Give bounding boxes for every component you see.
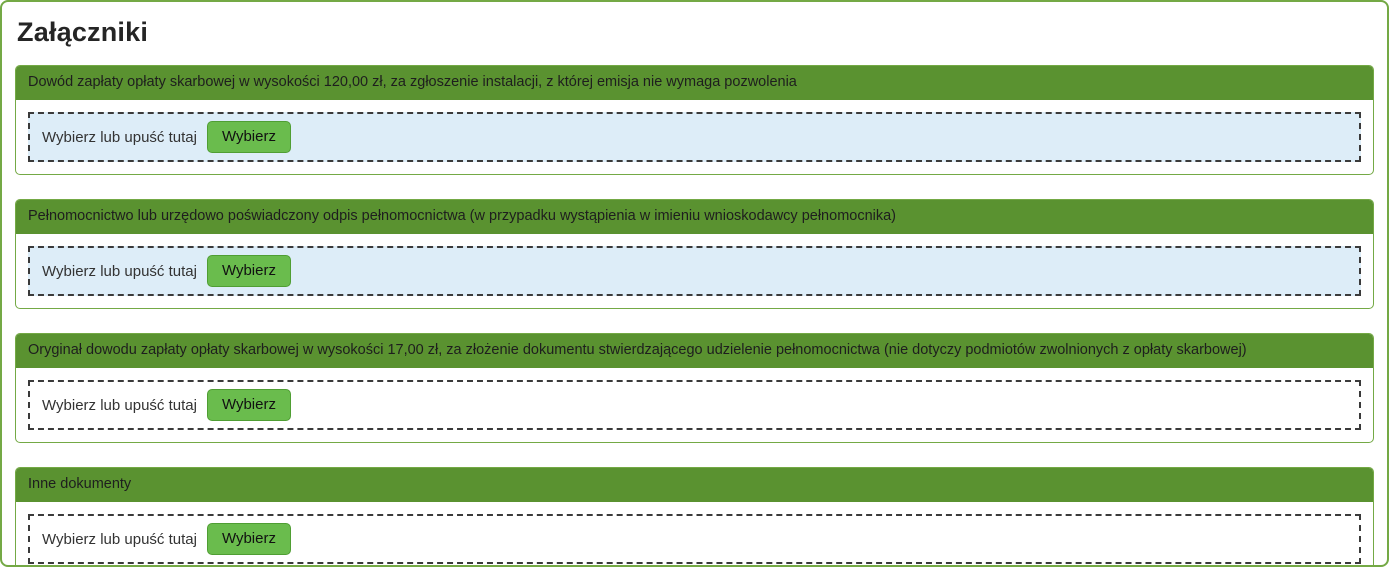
attachment-section-header: Pełnomocnictwo lub urzędowo poświadczony… xyxy=(16,200,1373,234)
choose-file-button[interactable]: Wybierz xyxy=(206,255,291,287)
attachment-section: Inne dokumenty Wybierz lub upuść tutaj W… xyxy=(15,467,1374,565)
dropzone-label: Wybierz lub upuść tutaj xyxy=(42,530,197,548)
dropzone-label: Wybierz lub upuść tutaj xyxy=(42,262,197,280)
file-dropzone[interactable]: Wybierz lub upuść tutaj Wybierz xyxy=(28,112,1361,162)
file-dropzone[interactable]: Wybierz lub upuść tutaj Wybierz xyxy=(28,514,1361,564)
file-dropzone[interactable]: Wybierz lub upuść tutaj Wybierz xyxy=(28,380,1361,430)
attachment-section: Dowód zapłaty opłaty skarbowej w wysokoś… xyxy=(15,65,1374,175)
attachment-section: Pełnomocnictwo lub urzędowo poświadczony… xyxy=(15,199,1374,309)
choose-file-button[interactable]: Wybierz xyxy=(206,121,291,153)
choose-file-button[interactable]: Wybierz xyxy=(206,389,291,421)
choose-file-button[interactable]: Wybierz xyxy=(206,523,291,555)
attachment-section-body: Wybierz lub upuść tutaj Wybierz xyxy=(16,368,1373,442)
attachment-section-body: Wybierz lub upuść tutaj Wybierz xyxy=(16,100,1373,174)
attachment-section-body: Wybierz lub upuść tutaj Wybierz xyxy=(16,234,1373,308)
attachment-section-header: Oryginał dowodu zapłaty opłaty skarbowej… xyxy=(16,334,1373,368)
attachment-section: Oryginał dowodu zapłaty opłaty skarbowej… xyxy=(15,333,1374,443)
dropzone-label: Wybierz lub upuść tutaj xyxy=(42,128,197,146)
attachment-sections: Dowód zapłaty opłaty skarbowej w wysokoś… xyxy=(15,65,1374,565)
page-title: Załączniki xyxy=(17,17,149,47)
file-dropzone[interactable]: Wybierz lub upuść tutaj Wybierz xyxy=(28,246,1361,296)
attachment-section-body: Wybierz lub upuść tutaj Wybierz xyxy=(16,502,1373,565)
attachment-section-header: Dowód zapłaty opłaty skarbowej w wysokoś… xyxy=(16,66,1373,100)
attachment-section-header: Inne dokumenty xyxy=(16,468,1373,502)
dropzone-label: Wybierz lub upuść tutaj xyxy=(42,396,197,414)
